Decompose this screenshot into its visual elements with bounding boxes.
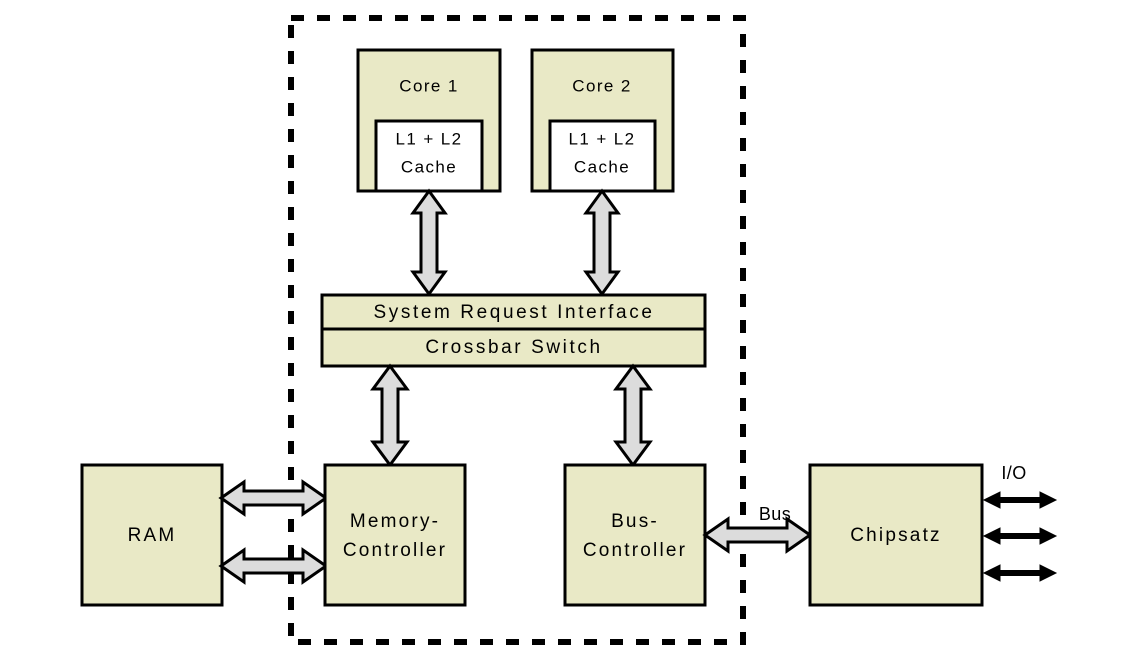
crossbar-switch-box [320, 327, 707, 368]
memory-controller-label-line2: Controller [343, 540, 447, 561]
memory-controller-box [323, 463, 467, 607]
arrow-core2-to-sri [583, 188, 621, 297]
block-memory-controller[interactable]: Memory- Controller [323, 463, 467, 607]
core-1-cache-box [374, 119, 484, 193]
bus-controller-label-line2: Controller [583, 540, 687, 561]
io-arrow-3 [982, 564, 1058, 582]
io-arrow-2 [982, 527, 1058, 545]
core-1-cache-label-line1: L1 + L2 [396, 129, 463, 148]
cpu-boundary-dashed-box [288, 15, 746, 645]
arrow-ram-to-memory-controller-upper [218, 479, 329, 517]
io-edge-label: I/O [1001, 463, 1026, 483]
block-core-2[interactable]: Core 2 L1 + L2 Cache [530, 48, 675, 193]
arrow-core1-to-sri [410, 188, 448, 297]
arrow-bus-controller-to-chipset [702, 516, 813, 554]
memory-controller-label-line1: Memory- [350, 511, 440, 532]
io-arrow-1 [982, 491, 1058, 509]
chipset-box [808, 463, 984, 607]
core-2-cache-label-line1: L1 + L2 [569, 129, 636, 148]
ram-label: RAM [128, 525, 177, 546]
crossbar-switch-label: Crossbar Switch [425, 337, 602, 358]
bus-controller-box [563, 463, 707, 607]
chipset-label: Chipsatz [850, 525, 942, 546]
core-1-cache-label-line2: Cache [401, 157, 457, 176]
arrow-crossbar-to-memory-controller [370, 363, 410, 468]
block-crossbar-switch[interactable]: Crossbar Switch [320, 327, 707, 368]
core-1-label: Core 1 [399, 76, 458, 95]
block-ram[interactable]: RAM [80, 463, 224, 607]
block-system-request-interface[interactable]: System Request Interface [320, 293, 707, 331]
block-chipset[interactable]: Chipsatz [808, 463, 984, 607]
core-2-label: Core 2 [572, 76, 631, 95]
block-bus-controller[interactable]: Bus- Controller [563, 463, 707, 607]
system-request-interface-box [320, 293, 707, 331]
arrow-crossbar-to-bus-controller [613, 363, 653, 468]
io-arrows-group [982, 491, 1058, 582]
core-2-cache-label-line2: Cache [574, 157, 630, 176]
system-request-interface-label: System Request Interface [373, 302, 654, 323]
arrow-ram-to-memory-controller-lower [218, 547, 329, 585]
ram-box [80, 463, 224, 607]
block-core-1[interactable]: Core 1 L1 + L2 Cache [356, 48, 502, 193]
core-2-cache-box [548, 119, 657, 193]
bus-controller-label-line1: Bus- [611, 511, 659, 532]
bus-edge-label: Bus [759, 504, 791, 524]
